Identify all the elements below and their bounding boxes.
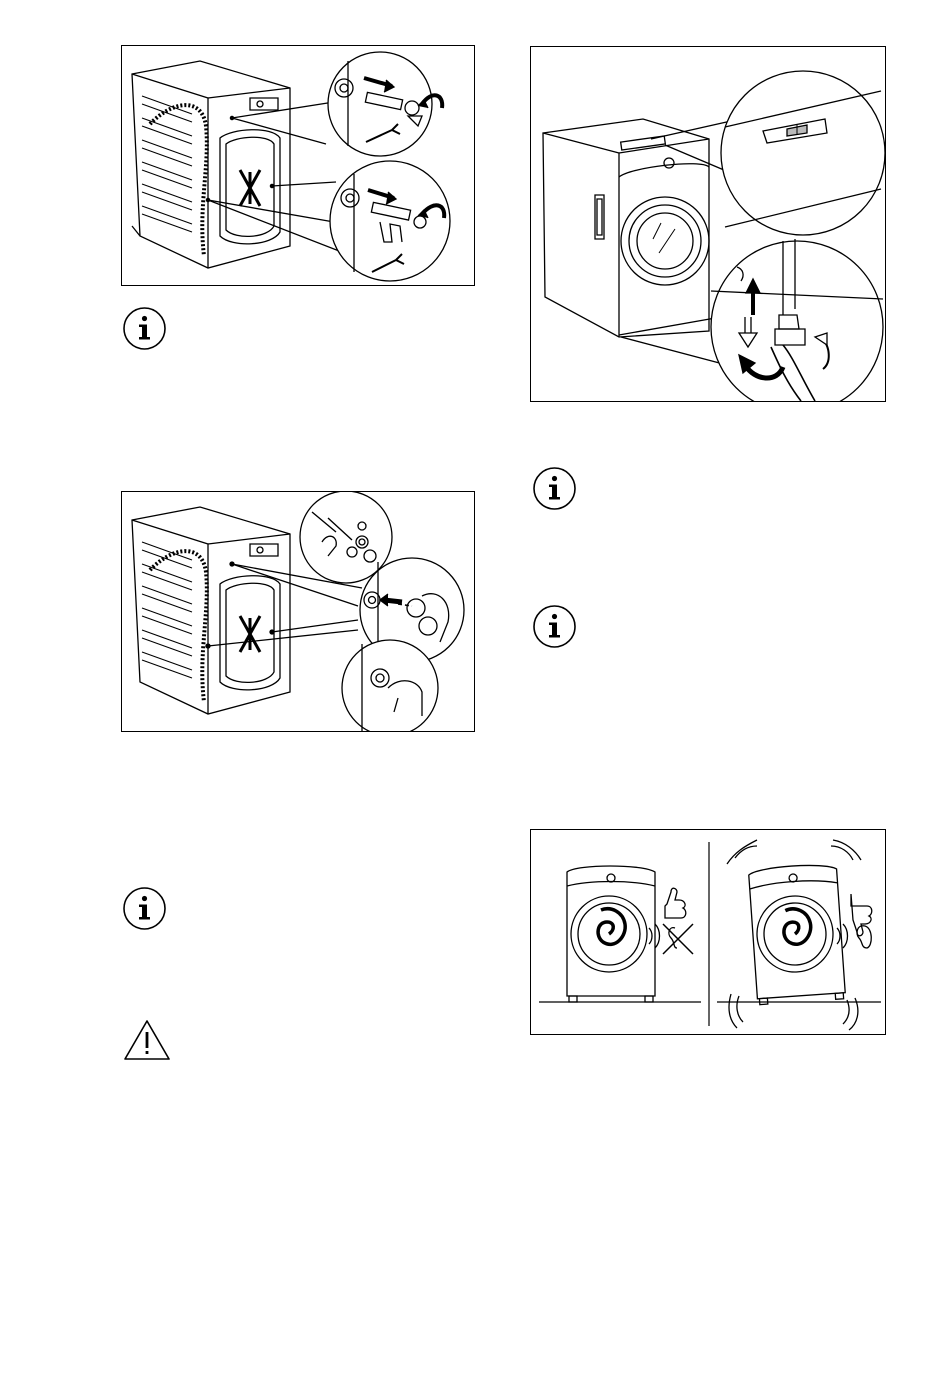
figure-remove-transit-bolts: [121, 45, 475, 286]
warning-icon: [122, 1018, 172, 1062]
info-icon: [122, 306, 167, 351]
info-icon: [122, 886, 167, 931]
info-icon: [532, 466, 577, 511]
figure-level-appliance: [530, 46, 886, 402]
figure-insert-plastic-caps: [121, 491, 475, 732]
figure-vibration-comparison: [530, 829, 886, 1035]
info-icon: [532, 604, 577, 649]
